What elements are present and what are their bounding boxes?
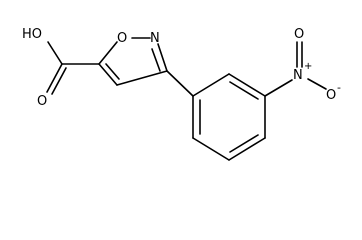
bond-c-o-double-b [51, 67, 67, 95]
bond-c3-c4 [116, 70, 168, 86]
bond-c3-phenyl [166, 70, 194, 97]
bond-c5-o1 [98, 41, 118, 65]
bond-nitro-n-o-single [307, 78, 327, 90]
bond-ph1-ph2 [192, 73, 230, 97]
bond-ph3-nitro-n [264, 79, 293, 97]
bond-n2-c3-b [151, 48, 161, 72]
bond-c-o-double-a [46, 63, 63, 93]
atom-label-ring-oxygen: O [117, 31, 127, 46]
bond-c4-c5-a [98, 63, 118, 86]
molecule-drawing: HO O O N N + O O - [22, 27, 341, 161]
atom-label-ring-nitrogen: N [150, 31, 160, 46]
bond-ph5-ph6 [192, 137, 230, 161]
atom-label-nitro-nitrogen-charge: + [304, 61, 312, 72]
bond-ph4-ph5 [228, 137, 266, 161]
atom-label-nitro-nitrogen: N [293, 68, 303, 83]
bond-ph-inner-b [229, 134, 259, 153]
bond-ph-inner-a [229, 81, 259, 100]
atom-label-nitro-oxygen-charge: - [337, 81, 341, 94]
bond-c4-c5-b [105, 63, 120, 80]
atom-label-carbonyl-oxygen: O [37, 94, 47, 109]
atom-label-nitro-oxygen-double: O [294, 27, 304, 42]
atom-labels: HO O O N N + O O - [22, 27, 341, 109]
structure-diagram: HO O O N N + O O - [22, 27, 341, 161]
bonds [46, 37, 327, 161]
atom-label-hydroxyl: HO [22, 27, 42, 42]
atom-label-nitro-oxygen-single: O [326, 88, 336, 103]
bond-ph2-ph3 [228, 73, 266, 97]
bond-c-oh [47, 41, 63, 65]
bond-n2-c3-a [157, 43, 168, 72]
